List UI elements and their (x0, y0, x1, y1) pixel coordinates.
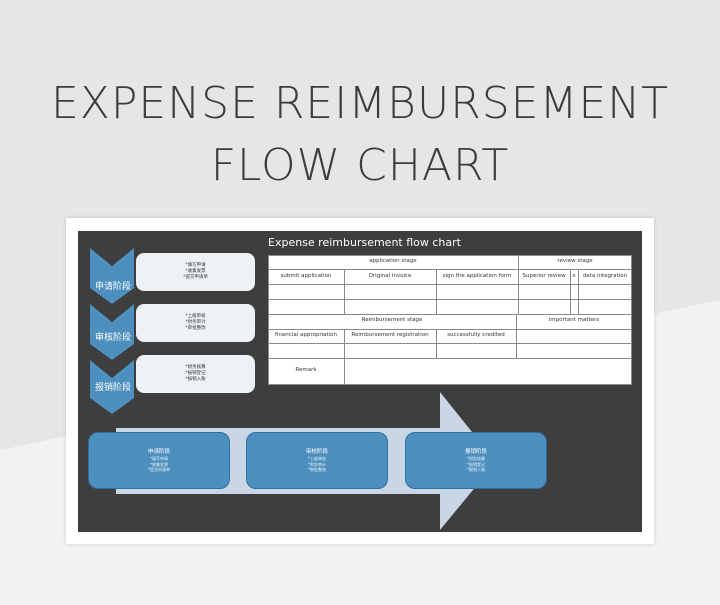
step-1-item-3: *提交申请单 (148, 467, 170, 473)
step-2-item-2: *财务审计 (308, 461, 326, 467)
stage-label-1: 申请阶段 (94, 282, 131, 292)
stage-2-item-1: *上级审核 (185, 314, 206, 319)
step-3-item-2: *报销登记 (467, 461, 485, 467)
stage-3-item-2: *报销登记 (185, 371, 206, 376)
step-3-title: 报销阶段 (464, 449, 487, 456)
stage-table: application stage review stage submit ap… (268, 255, 632, 385)
step-2-item-3: *审批整改 (308, 467, 326, 473)
stage-1-item-3: *提交申请单 (183, 275, 208, 280)
stage-label-3: 报销阶段 (94, 383, 131, 393)
step-1-title: 申请阶段 (147, 449, 170, 456)
cell-data-integration: data integration (582, 273, 628, 279)
step-1-item-1: *填写申请 (150, 456, 168, 462)
stage-1-item-1: *填写申请 (185, 263, 206, 268)
chevron-1 (90, 248, 134, 304)
important-matters-header: important matters (548, 317, 600, 323)
review-stage-header: review stage (557, 258, 593, 264)
cell-submit-application: submit application (280, 273, 332, 279)
cell-reimbursement-registration: Reimbursement registration (351, 332, 429, 338)
chevron-3 (90, 360, 134, 414)
step-3-item-1: *财务核算 (467, 456, 485, 462)
step-3-item-3: *报销入账 (467, 467, 485, 473)
stage-box-3: *财务核算 *报销登记 *报销入账 (136, 355, 255, 393)
stage-box-2: *上级审核 *财务审计 *审批整改 (136, 304, 255, 342)
poster-title-line1: EXPENSE REIMBURSEMENT (50, 78, 670, 129)
application-stage-header: application stage (369, 258, 417, 264)
cell-sign-application-form: sign the application form (442, 273, 512, 279)
stage-2-item-3: *审批整改 (185, 326, 206, 331)
cell-x: x (572, 273, 576, 279)
stage-3-item-3: *报销入账 (185, 377, 206, 382)
chevron-2 (90, 304, 134, 360)
step-1-item-2: *收集发票 (150, 461, 168, 467)
step-box-3: 报销阶段 *财务核算 *报销登记 *报销入账 (405, 432, 547, 489)
stage-2-item-2: *财务审计 (185, 320, 206, 325)
cell-remark: Remark (295, 367, 317, 373)
cell-superior-review: Superior review (522, 273, 566, 279)
stage-label-2: 审核阶段 (94, 333, 131, 343)
stage-chevrons (90, 248, 134, 414)
stage-3-item-1: *财务核算 (185, 365, 206, 370)
cell-financial-appropriation: financial appropriation (274, 332, 338, 338)
reimbursement-stage-header: Reimbursement stage (361, 317, 423, 323)
step-box-1: 申请阶段 *填写申请 *收集发票 *提交申请单 (88, 432, 230, 489)
stage-1-item-2: *收集发票 (185, 269, 206, 274)
step-2-item-1: *上级审核 (308, 456, 326, 462)
step-box-2: 审核阶段 *上级审核 *财务审计 *审批整改 (246, 432, 388, 489)
cell-original-invoice: Original invoice (368, 273, 412, 279)
poster-title-line2: FLOW CHART (210, 140, 510, 191)
stage-box-1: *填写申请 *收集发票 *提交申请单 (136, 253, 255, 291)
sheet-title: Expense reimbursement flow chart (268, 236, 461, 249)
step-2-title: 审核阶段 (305, 449, 328, 456)
cell-successfully-credited: successfully credited (447, 332, 505, 338)
